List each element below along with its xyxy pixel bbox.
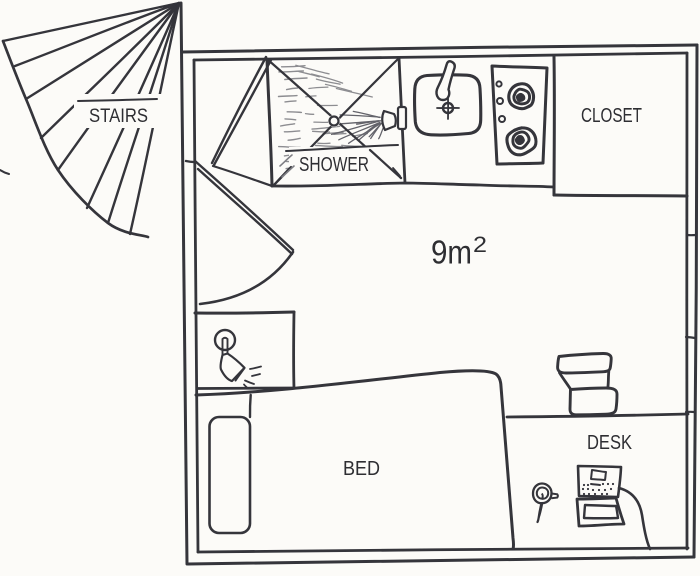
svg-text:2: 2 [473,232,487,257]
svg-text:DESK: DESK [587,432,633,454]
svg-text:SHOWER: SHOWER [299,154,369,176]
svg-text:9m: 9m [431,234,472,271]
svg-text:CLOSET: CLOSET [581,105,642,127]
svg-text:BED: BED [343,458,380,480]
svg-text:STAIRS: STAIRS [89,106,148,127]
